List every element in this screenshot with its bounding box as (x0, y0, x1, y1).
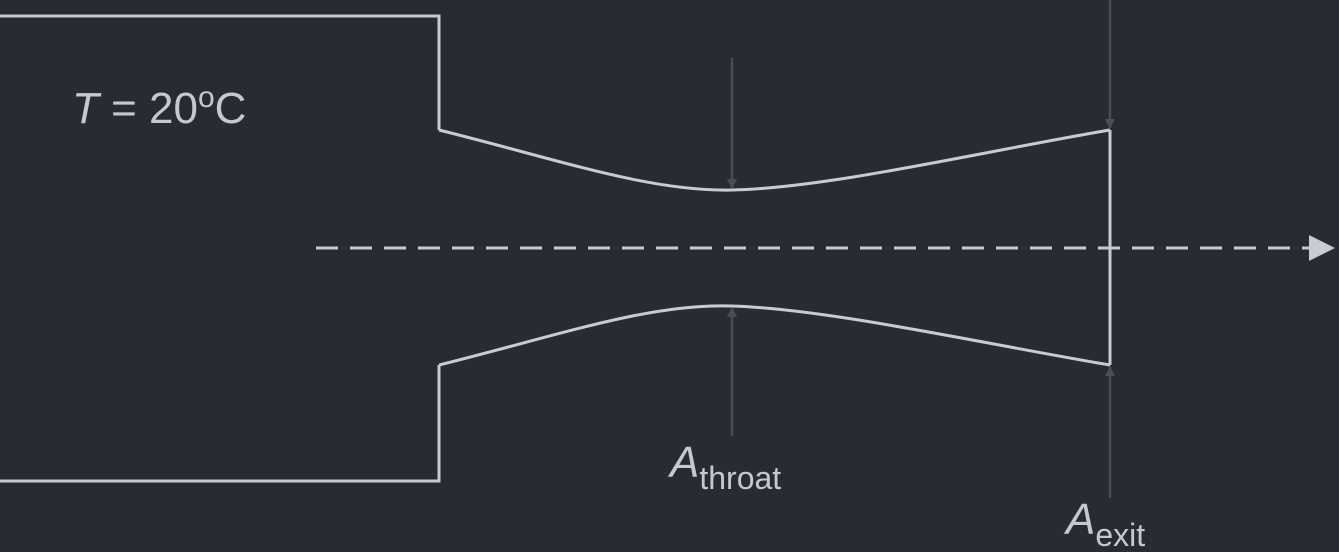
throat-area-subscript: throat (699, 460, 782, 496)
nozzle-upper-wall (438, 128, 1111, 192)
exit-area-subscript: exit (1095, 517, 1146, 552)
temperature-label: T = 20oC (72, 81, 247, 134)
nozzle-lower-wall (438, 304, 1111, 367)
throat-area-label: Athroat (670, 438, 781, 496)
degree-symbol: o (197, 81, 215, 114)
temperature-value: = 20 (98, 84, 198, 133)
temperature-variable: T (72, 84, 99, 133)
throat-area-variable: A (670, 438, 700, 487)
exit-area-label: Aexit (1066, 495, 1145, 552)
exit-area-variable: A (1066, 495, 1096, 544)
temperature-unit: C (214, 84, 247, 133)
reservoir-outline (0, 14, 441, 483)
